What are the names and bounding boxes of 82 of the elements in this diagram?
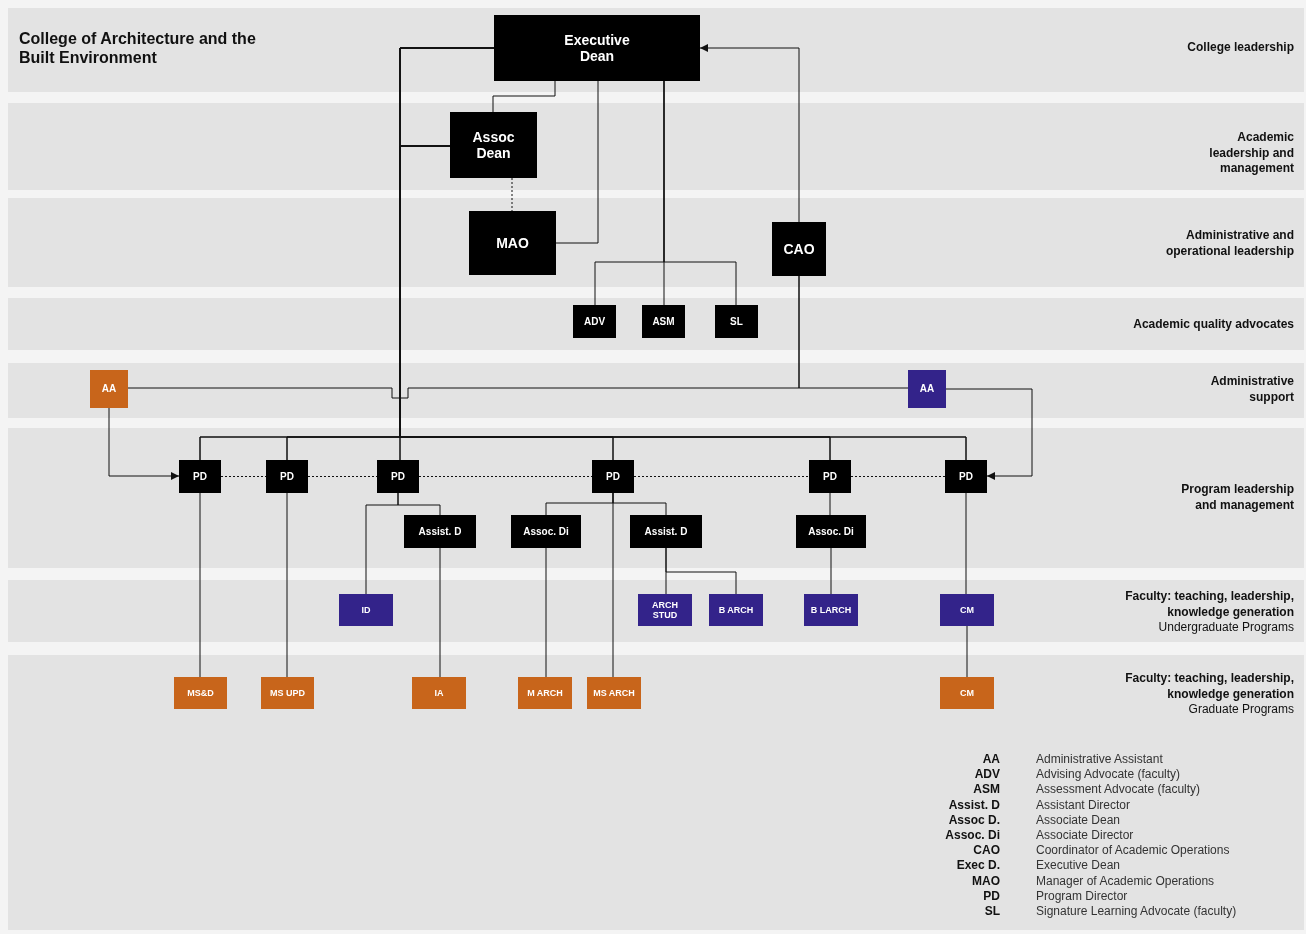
- connector-line: [663, 80, 737, 306]
- abbreviation: AA: [981, 752, 1000, 767]
- connector-line: [612, 492, 614, 678]
- connector-line: [965, 492, 967, 595]
- position-box: M ARCH: [518, 677, 572, 709]
- abbreviation: Assoc D.: [947, 812, 1000, 828]
- position-box: MAO: [469, 211, 556, 275]
- arrow: [945, 388, 1033, 480]
- connector-line: [492, 80, 556, 113]
- position-box: MS&D: [174, 677, 227, 709]
- band-label: Administrative and operational leadership: [1164, 228, 1294, 260]
- position-box: CM: [940, 594, 994, 626]
- position-box: ADV: [573, 305, 616, 338]
- position-box: B LARCH: [804, 594, 858, 626]
- position-box: CM: [940, 677, 994, 709]
- abbreviation-meaning: Advising Advocate (faculty): [1036, 767, 1181, 783]
- position-box: Assist. D: [630, 515, 702, 548]
- position-box: PD: [809, 460, 851, 493]
- abbreviation: MAO: [971, 873, 1000, 889]
- abbreviation: Assist. D: [947, 797, 1000, 813]
- position-box: PD: [377, 460, 419, 493]
- abbreviation: CAO: [972, 843, 1000, 859]
- position-box: ARCH STUD: [638, 594, 692, 626]
- arrow: [108, 407, 180, 480]
- position-box: ID: [339, 594, 393, 626]
- connector-line: [555, 80, 599, 244]
- band-label: Academic leadership and management: [1208, 130, 1294, 177]
- connector-line: [439, 547, 441, 678]
- position-box: IA: [412, 677, 466, 709]
- position-box: SL: [715, 305, 758, 338]
- band-label: Academic quality advocates: [1133, 317, 1294, 333]
- abbreviation: ASM: [972, 782, 1000, 798]
- abbreviation-meaning: Associate Dean: [1036, 812, 1121, 828]
- band-label: Administrative support: [1209, 374, 1294, 406]
- abbreviation-meaning: Coordinator of Academic Operations: [1036, 843, 1230, 859]
- abbreviation-meaning: Assistant Director: [1036, 797, 1131, 813]
- diagram-title: College of Architecture and the Built Environment: [19, 29, 257, 68]
- position-box: PD: [945, 460, 987, 493]
- position-box: Assist. D: [404, 515, 476, 548]
- abbreviation-meaning: Executive Dean: [1036, 858, 1121, 874]
- position-box: PD: [592, 460, 634, 493]
- abbreviation: ADV: [973, 767, 1000, 783]
- connector-line: [798, 275, 909, 389]
- abbreviation-meaning: Signature Learning Advocate (faculty): [1036, 904, 1237, 919]
- position-box: Assoc Dean: [450, 112, 537, 178]
- abbreviation-meaning: Administrative Assistant: [1036, 752, 1163, 767]
- position-box: Executive Dean: [494, 15, 700, 81]
- connector-line: [397, 492, 441, 516]
- connector-line: [830, 547, 832, 595]
- connector-line: [829, 492, 831, 516]
- connector-line: [966, 625, 968, 678]
- band-label: Faculty: teaching, leadership, knowledge generation: [1124, 671, 1294, 703]
- band-subtitle: Graduate Programs: [1188, 702, 1294, 718]
- connector-line: [199, 492, 201, 678]
- abbreviation-meaning: Manager of Academic Operations: [1036, 873, 1215, 889]
- position-box: PD: [266, 460, 308, 493]
- abbreviation: Exec D.: [955, 858, 1000, 874]
- position-box: Assoc. Di: [796, 515, 866, 548]
- position-box: MS UPD: [261, 677, 314, 709]
- position-box: B ARCH: [709, 594, 763, 626]
- position-box: PD: [179, 460, 221, 493]
- band-label: Program leadership and management: [1180, 482, 1294, 514]
- dotted-line: [511, 177, 513, 212]
- abbreviation-meaning: Program Director: [1036, 888, 1128, 904]
- arrow: [699, 44, 800, 223]
- position-box: Assoc. Di: [511, 515, 581, 548]
- abbreviation: Assoc. Di: [944, 828, 1000, 843]
- position-box: AA: [90, 370, 128, 408]
- connector-line: [545, 547, 547, 678]
- abbreviation-meaning: Associate Director: [1036, 828, 1134, 843]
- band-label: Faculty: teaching, leadership, knowledge generation: [1124, 589, 1294, 621]
- position-box: CAO: [772, 222, 826, 276]
- band-label: College leadership: [1187, 40, 1294, 56]
- position-box: ASM: [642, 305, 685, 338]
- abbreviation-meaning: Assessment Advocate (faculty): [1036, 782, 1201, 798]
- connector-line: [286, 492, 288, 678]
- connector-line: [665, 547, 737, 595]
- abbreviation: PD: [982, 888, 1000, 904]
- position-box: AA: [908, 370, 946, 408]
- position-box: MS ARCH: [587, 677, 641, 709]
- band-subtitle: Undergraduate Programs: [1158, 620, 1294, 636]
- abbreviation: SL: [983, 904, 1000, 919]
